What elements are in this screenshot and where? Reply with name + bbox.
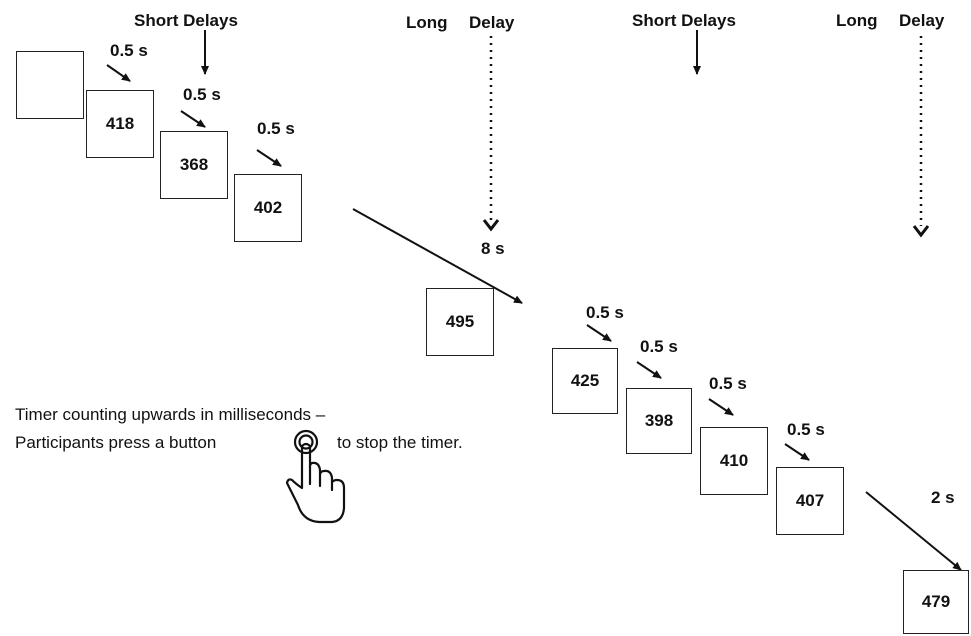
- timer-box: 402: [234, 174, 302, 242]
- gap-arrow-7: [784, 443, 810, 461]
- long-gap-label: 8 s: [481, 239, 505, 258]
- timer-box-blank: [16, 51, 84, 119]
- timer-box: 479: [903, 570, 969, 634]
- timer-box: 368: [160, 131, 228, 199]
- gap-label: 0.5 s: [183, 85, 221, 104]
- long-delay-header-1b: Delay: [469, 13, 515, 32]
- long-delay-1-arrowhead: [482, 219, 500, 232]
- gap-label: 0.5 s: [787, 420, 825, 439]
- short-delays-header-2: Short Delays: [632, 11, 736, 30]
- gap-label: 0.5 s: [257, 119, 295, 138]
- gap-arrow-1: [106, 64, 131, 82]
- final-gap-arrow: [865, 491, 962, 571]
- instruction-line-2b: to stop the timer.: [337, 433, 463, 452]
- gap-arrow-5: [636, 361, 662, 379]
- short-delays-header-1: Short Delays: [134, 11, 238, 30]
- gap-label: 0.5 s: [709, 374, 747, 393]
- gap-label: 0.5 s: [640, 337, 678, 356]
- long-delay-header-1a: Long: [406, 13, 448, 32]
- gap-arrow-3: [256, 149, 282, 167]
- long-delay-header-2a: Long: [836, 11, 878, 30]
- gap-arrow-6: [708, 398, 734, 416]
- instruction-line-2a: Participants press a button: [15, 433, 217, 452]
- gap-arrow-2: [180, 110, 206, 128]
- finger-press-icon: [285, 429, 346, 524]
- gap-label: 0.5 s: [586, 303, 624, 322]
- instruction-line-1: Timer counting upwards in milliseconds –: [15, 405, 326, 424]
- timer-box: 425: [552, 348, 618, 414]
- timer-box: 418: [86, 90, 154, 158]
- final-gap-label: 2 s: [931, 488, 955, 507]
- timer-box: 495: [426, 288, 494, 356]
- long-delay-header-2b: Delay: [899, 11, 945, 30]
- timer-box: 410: [700, 427, 768, 495]
- timer-box: 398: [626, 388, 692, 454]
- long-delay-2-arrowhead: [912, 225, 930, 238]
- long-gap-arrow: [352, 208, 523, 304]
- timer-box: 407: [776, 467, 844, 535]
- gap-arrow-4: [586, 324, 612, 342]
- gap-label: 0.5 s: [110, 41, 148, 60]
